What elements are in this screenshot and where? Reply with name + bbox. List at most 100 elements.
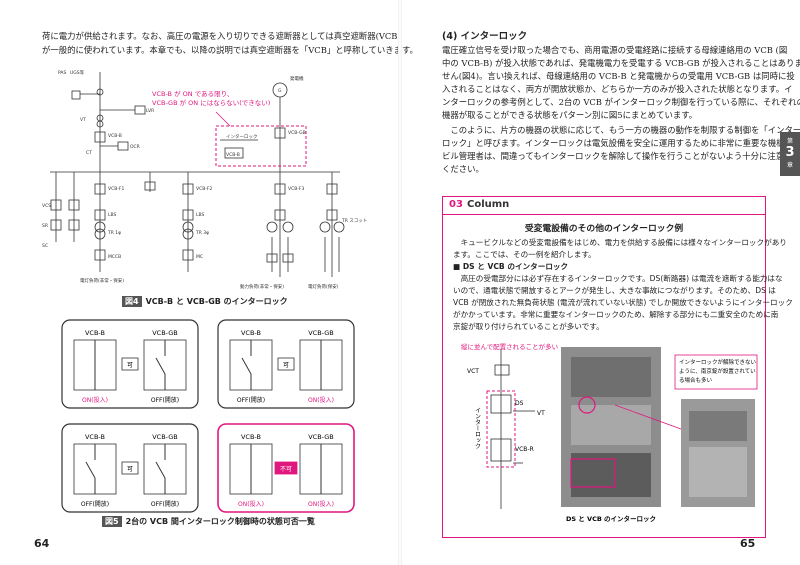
state-box-1-right: VCB-GB (152, 329, 178, 337)
label-vcb-f2: VCB-F2 (196, 186, 213, 192)
state-box-2-left: VCB-B (241, 329, 261, 337)
label-vcb-r: VCB-R (515, 446, 534, 453)
label-vcb-f3: VCB-F3 (288, 186, 305, 192)
state-box-3-left: VCB-B (85, 433, 105, 441)
state-box-3: 可 VCB-B VCB-GB OFF(開放) OFF(開放) (61, 423, 199, 513)
state-box-3-left-state: OFF(開放) (81, 500, 109, 508)
label-mc: MC (196, 254, 203, 260)
callout-right-3: る場合も多い (679, 376, 713, 384)
state-box-1-right-state: OFF(開放) (151, 396, 179, 404)
label-ct: CT (86, 150, 92, 156)
label-load-3: 電灯負荷(保安) (308, 283, 339, 290)
figure5-caption-text: 2台の VCB 間インターロック制御時の状態可否一覧 (125, 517, 315, 526)
label-lbs-2: LBS (196, 212, 205, 218)
figure4-tag: 図4 (122, 296, 142, 307)
figure4-caption-text: VCB-B と VCB-GB のインターロック (145, 297, 288, 306)
label-vcb-b: VCB-B (108, 133, 122, 139)
label-interlock: インターロック (226, 133, 258, 140)
label-vt-col: VT (537, 410, 545, 417)
label-vcb-b-2: VCB-B (226, 152, 240, 158)
label-ugs: UGS等 (70, 69, 85, 76)
state-box-4-left: VCB-B (241, 433, 261, 441)
column-line-4: 高圧の受電部分には必ず存在するインターロックです。DS(断路器) は電流を遮断す… (453, 274, 783, 283)
figure5-tag: 図5 (102, 516, 122, 527)
column-number: 03 (449, 199, 463, 210)
body-line-9: ビル管理者は、間違ってもインターロックを解除して操作を行うことがないよう十分に注… (442, 151, 800, 161)
label-vcs: VCS (42, 203, 51, 209)
column-line-5: いので、通電状態で開放するとアークが発生し、大きな事故につながります。そのため、… (453, 286, 776, 295)
label-lvr: LVR (146, 108, 154, 114)
body-line-3: せん(図4)。言い換えれば、母線連絡用の VCB-B と発電機からの受電用 VC… (442, 71, 795, 81)
page-number-right: 65 (740, 537, 756, 550)
chapter-tab-number: 3 (785, 145, 795, 160)
label-g: G (278, 88, 282, 94)
callout-right-1: インターロックが解除できない (679, 358, 757, 366)
intro-line-1: 荷に電力が供給されます。なお、高圧の電源を入り切りできる遮断器としては真空遮断器… (42, 31, 401, 41)
callout-left: 縦に並んで配置されることが多い (461, 342, 558, 351)
state-box-1-left: VCB-B (85, 329, 105, 337)
column-label: Column (467, 199, 510, 210)
label-mccb: MCCB (108, 254, 121, 260)
column-line-1: キュービクルなどの受変電設備をはじめ、電力を供給する設備には様々なインターロック… (453, 238, 787, 247)
state-box-1-left-state: ON(投入) (82, 396, 108, 404)
column-subheading: ■ DS と VCB のインターロック (453, 262, 569, 271)
label-ds: DS (515, 400, 524, 407)
label-vt: VT (80, 117, 86, 123)
state-box-4-left-state: ON(投入) (238, 500, 264, 508)
body-line-8: ロック」と呼びます。インターロックは電気設備を安全に運用するために非常に重要な機… (442, 138, 800, 148)
column-line-8: 京錠が取り付けられていることが多いです。 (453, 322, 604, 331)
body-line-4: 入されることはなく、両方が開放状態か、どちらか一方のみが投入された状態となります… (442, 84, 793, 94)
right-page: (4) インターロック 電圧確立信号を受け取った場合でも、商用電源の受電経路に接… (400, 0, 800, 565)
state-box-2: 可 VCB-B VCB-GB OFF(開放) ON(投入) (217, 319, 355, 409)
state-box-4-right: VCB-GB (308, 433, 334, 441)
callout-right-2: ように、南京錠が設置されてい (679, 367, 756, 375)
left-page: 荷に電力が供給されます。なお、高圧の電源を入り切りできる遮断器としては真空遮断器… (34, 31, 418, 550)
callout-line-1: VCB-B が ON である限り、 (152, 89, 233, 98)
state-box-2-right-state: ON(投入) (308, 396, 334, 404)
body-line-6: 機器が取ることができる状態をパターン別に図5にまとめています。 (442, 110, 698, 120)
state-box-4: 不可 VCB-B VCB-GB ON(投入) ON(投入) (217, 423, 355, 513)
chapter-tab-suffix: 章 (786, 162, 793, 169)
body-line-5: ンターロックの参考例として、2台の VCB がインターロック制御を行っている際に… (442, 97, 800, 107)
label-tr1: TR 1φ (107, 230, 121, 236)
label-vct: VCT (467, 368, 479, 375)
state-box-1-mid: 可 (127, 362, 133, 369)
intro-line-2: が一般的に使われています。本章でも、以降の説明では真空遮断器を「VCB」と呼称し… (42, 45, 418, 55)
body-line-7: このように、片方の機器の状態に応じて、もう一方の機器の動作を制限する制御を「イン… (442, 125, 800, 135)
label-ocr: OCR (130, 144, 140, 150)
state-box-4-right-state: ON(投入) (308, 500, 334, 508)
state-box-2-left-state: OFF(開放) (237, 396, 265, 404)
state-box-2-mid: 可 (283, 362, 289, 369)
label-pas: PAS (58, 70, 67, 76)
label-sc: SC (42, 243, 48, 249)
gutter (398, 0, 402, 565)
label-vcb-gb: VCB-GB (288, 130, 306, 136)
label-interlock-vertical: インターロック (474, 407, 481, 449)
column-line-6: VCB が閉放された無負荷状態 (電流が流れていない状態) でしか開放できないよ… (453, 298, 793, 307)
state-box-3-right-state: OFF(開放) (151, 500, 179, 508)
state-box-1: 可 VCB-B VCB-GB ON(投入) OFF(開放) (61, 319, 199, 409)
column-box: 03 Column 受変電設備のその他のインターロック例 キュービクルなどの受変… (442, 196, 793, 538)
figure5-diagram: 可 VCB-B VCB-GB ON(投入) OFF(開放) 可 VCB-B VC… (61, 319, 355, 513)
label-tr-scott: TR スコット (341, 218, 367, 224)
figure4-diagram: VCB-B が ON である限り、 VCB-GB が ON にはならない(できな… (42, 69, 367, 290)
column-line-2: ます。ここでは、その一例を紹介します。 (453, 250, 596, 259)
label-generator: 発電機 (290, 75, 304, 82)
section-heading: (4) インターロック (442, 31, 528, 42)
body-line-10: ください。 (442, 164, 484, 174)
label-load-1: 電灯負荷(非常・保安) (80, 277, 124, 284)
column-line-7: がかかっています。非常に重要なインターロックのため、解除する部分にも二重安全のた… (453, 310, 779, 319)
label-sr: SR (42, 223, 48, 229)
body-line-1: 電圧確立信号を受け取った場合でも、商用電源の受電経路に接続する母線連絡用の VC… (442, 45, 788, 55)
column-diagram: 縦に並んで配置されることが多い VCT DS VT VCB-R インターロック … (461, 342, 758, 523)
chapter-tab-prefix: 第 (786, 138, 793, 145)
label-lbs-1: LBS (108, 212, 117, 218)
state-box-3-right: VCB-GB (152, 433, 178, 441)
column-header: 03 Column (443, 197, 765, 215)
label-vcb-f1: VCB-F1 (108, 186, 125, 192)
state-box-2-right: VCB-GB (308, 329, 334, 337)
chapter-tab: 第 3 章 (780, 132, 800, 176)
label-tr3: TR 3φ (195, 230, 209, 236)
